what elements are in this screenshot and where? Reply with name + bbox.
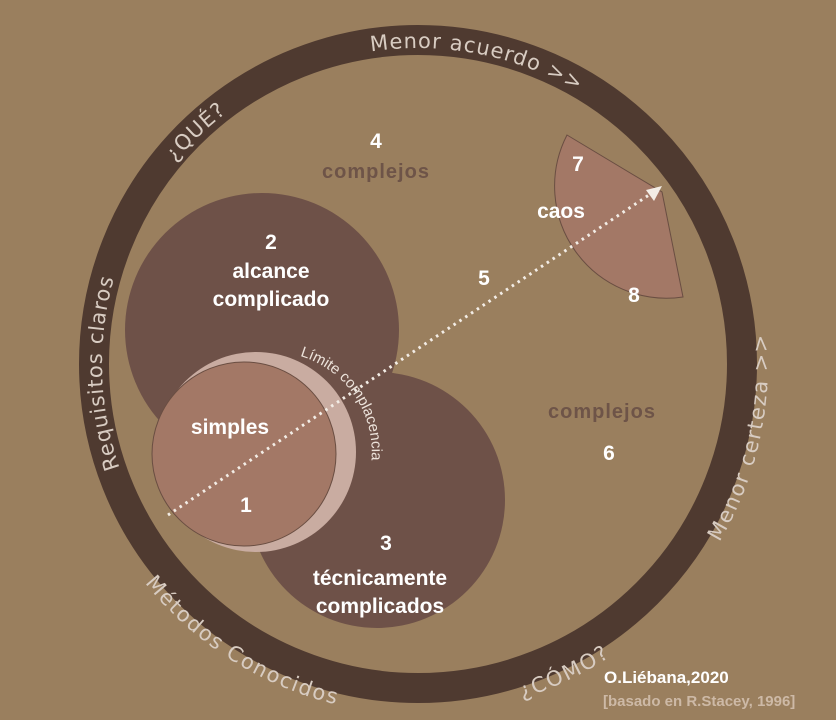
zone-3-label-1: técnicamente: [313, 567, 447, 590]
zone-7-number: 7: [572, 153, 584, 176]
arrow-head-icon: [646, 186, 662, 201]
zone-4-number: 4: [370, 130, 382, 153]
zone-6-number: 6: [603, 442, 615, 465]
credit-author: O.Liébana,2020: [604, 668, 729, 687]
dotted-arrow-line: [167, 191, 653, 517]
zone-1-label: simples: [191, 416, 269, 439]
zone-1-number: 1: [240, 494, 252, 517]
credit-source: [basado en R.Stacey, 1996]: [603, 693, 795, 710]
zone-3-number: 3: [380, 532, 392, 555]
zone-3-label-2: complicados: [316, 595, 444, 618]
zone-4-label: complejos: [322, 161, 430, 183]
zone-simple-circle: [151, 361, 337, 547]
zone-6-label: complejos: [548, 401, 656, 423]
zone-8-number: 8: [628, 284, 640, 307]
ring-label-que: ¿QUÉ?: [160, 97, 230, 165]
zone-2-label-1: alcance: [232, 260, 309, 283]
zone-7-label: caos: [537, 200, 585, 223]
outer-ring: [79, 25, 757, 703]
zone-2-label-2: complicado: [213, 288, 330, 311]
zone-2-number: 2: [265, 231, 277, 254]
zone-5-number: 5: [478, 267, 490, 290]
